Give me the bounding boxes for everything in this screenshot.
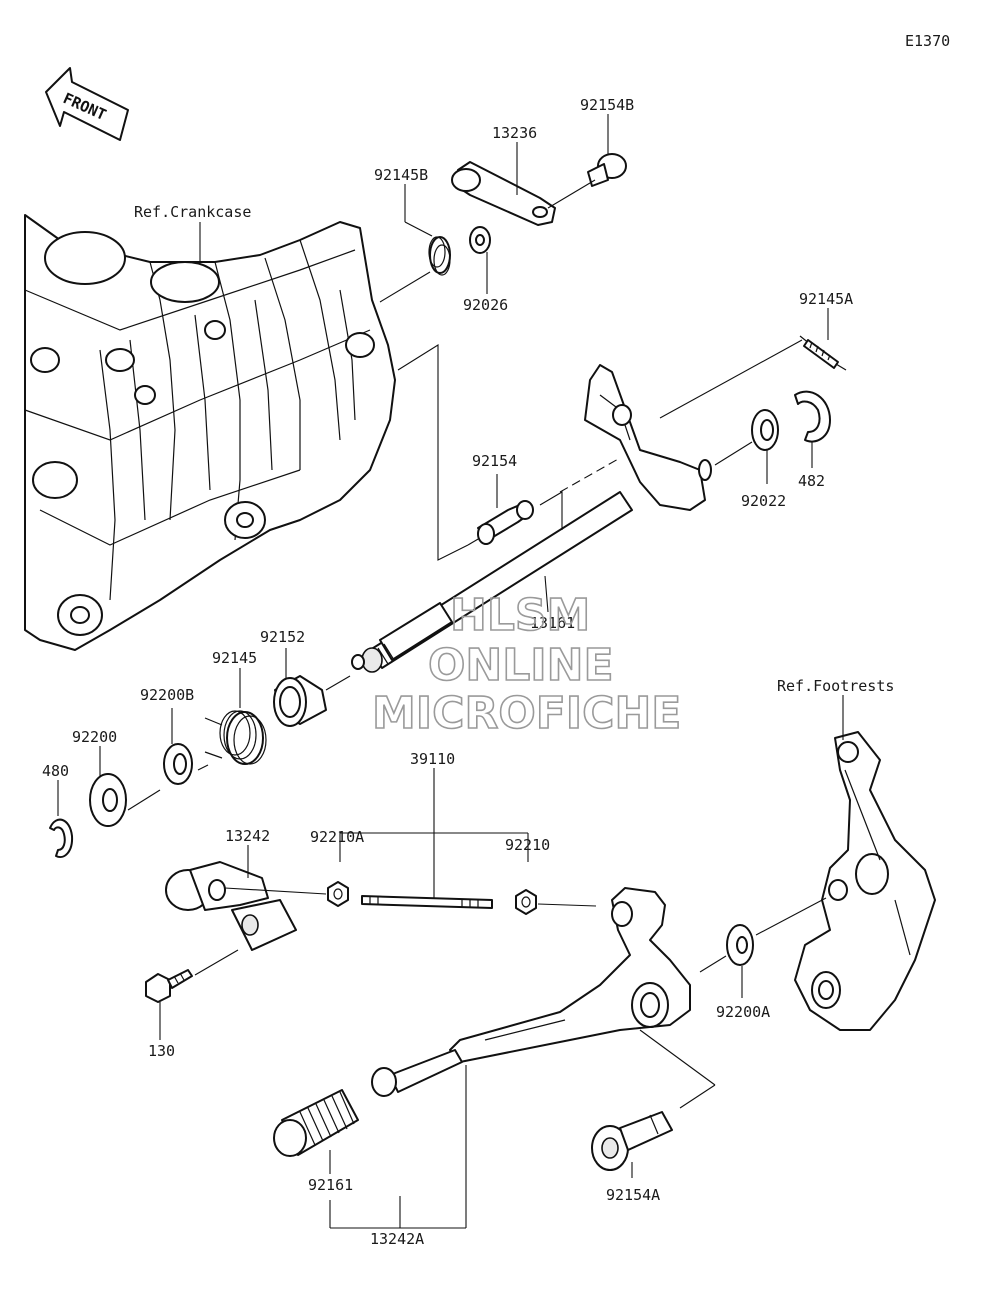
bolt-92154A	[591, 1111, 673, 1171]
label-13236: 13236	[492, 124, 537, 142]
crankcase-illustration	[24, 214, 396, 651]
shift-link-13236	[451, 161, 556, 226]
label-92152: 92152	[260, 628, 305, 646]
label-92210: 92210	[505, 836, 550, 854]
washer-92200	[89, 773, 127, 827]
label-13242: 13242	[225, 827, 270, 845]
label-92145B: 92145B	[374, 166, 428, 184]
label-39110: 39110	[410, 750, 455, 768]
collar-92152	[273, 675, 327, 727]
spring-92145A	[799, 335, 847, 371]
spring-92145	[204, 710, 267, 765]
label-92200A: 92200A	[716, 1003, 770, 1021]
label-92022: 92022	[741, 492, 786, 510]
label-92026: 92026	[463, 296, 508, 314]
nut-92210A	[327, 881, 349, 907]
label-92210A: 92210A	[310, 828, 364, 846]
diagram-id: E1370	[905, 32, 950, 50]
watermark-line3: MICROFICHE	[372, 688, 681, 739]
tierod-end-13242	[165, 861, 297, 951]
bolt-130	[145, 969, 193, 1003]
shift-shaft-13161	[351, 364, 712, 673]
front-arrow-icon: FRONT	[45, 67, 129, 141]
label-92154A: 92154A	[606, 1186, 660, 1204]
label-92145: 92145	[212, 649, 257, 667]
stud-92154	[477, 500, 534, 545]
washer-92026	[469, 226, 491, 254]
label-92200: 92200	[72, 728, 117, 746]
label-92145A: 92145A	[799, 290, 853, 308]
label-13161: 13161	[530, 614, 575, 632]
bolt-92154B	[587, 153, 627, 187]
label-130: 130	[148, 1042, 175, 1060]
ref-footrests: Ref.Footrests	[777, 677, 894, 695]
nut-92210	[515, 889, 537, 915]
washer-92200B	[163, 743, 193, 785]
label-92161: 92161	[308, 1176, 353, 1194]
circlip-482	[794, 390, 831, 443]
label-92154: 92154	[472, 452, 517, 470]
label-92200B: 92200B	[140, 686, 194, 704]
rubber-92161	[273, 1089, 359, 1157]
watermark-line2: ONLINE	[428, 640, 614, 691]
label-13242A: 13242A	[370, 1230, 424, 1248]
footrest-bracket	[794, 731, 936, 1031]
rod-39110	[361, 895, 493, 909]
washer-92022	[751, 409, 779, 451]
shift-pedal-13242A	[371, 887, 691, 1097]
label-92154B: 92154B	[580, 96, 634, 114]
watermark: HLSM ONLINE MICROFICHE	[371, 589, 682, 740]
label-482: 482	[798, 472, 825, 490]
watermark-line1: HLSM	[450, 590, 590, 641]
circlip-480	[49, 818, 74, 858]
spring-92145B	[404, 221, 451, 276]
washer-92200A	[726, 924, 754, 966]
ref-crankcase: Ref.Crankcase	[134, 203, 251, 221]
label-480: 480	[42, 762, 69, 780]
